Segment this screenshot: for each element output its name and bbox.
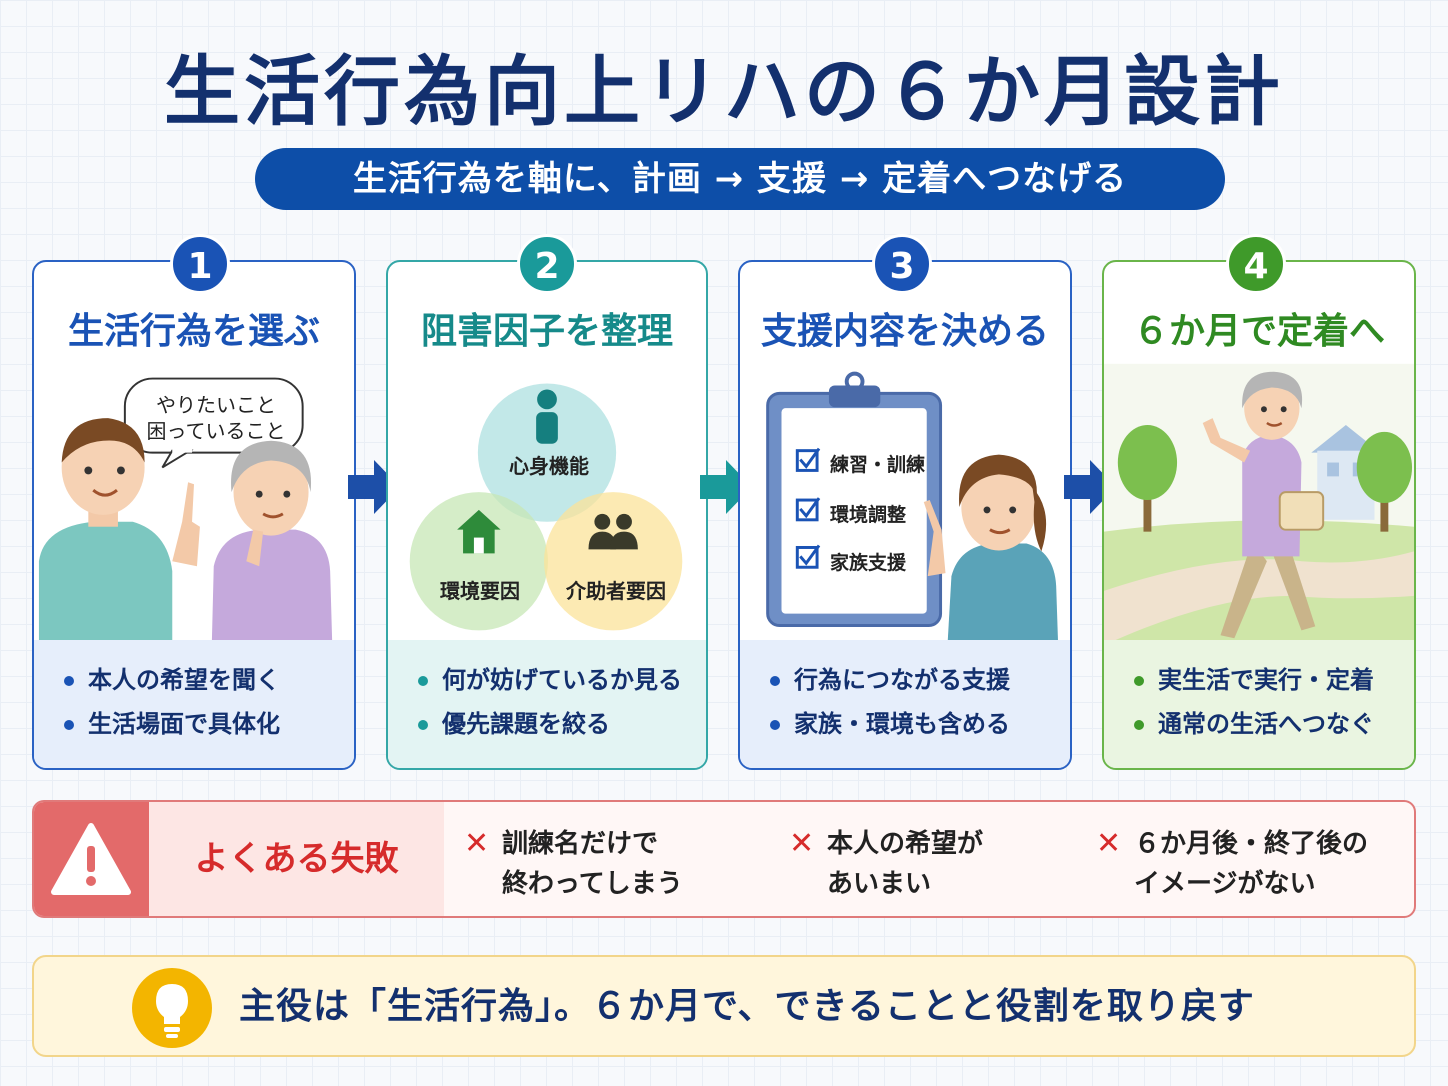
step-1-bullet: 本人の希望を聞く bbox=[64, 658, 354, 702]
check-item: 環境調整 bbox=[830, 504, 907, 526]
factor-environment: 環境要因 bbox=[440, 579, 520, 603]
factor-caregiver: 介助者要因 bbox=[566, 579, 666, 603]
step-4-bullets: 実生活で実行・定着 通常の生活へつなぐ bbox=[1104, 640, 1414, 768]
bullet-dot-icon bbox=[418, 720, 428, 730]
lightbulb-icon bbox=[132, 968, 212, 1048]
failure-item: ✕ 本人の希望が あいまい bbox=[789, 826, 984, 899]
step-2-badge: 2 bbox=[517, 234, 577, 294]
common-failures-panel: よくある失敗 ✕ 訓練名だけで 終わってしまう ✕ 本人の希望が あいまい ✕ … bbox=[32, 800, 1416, 918]
bullet-dot-icon bbox=[64, 676, 74, 686]
step-2-factor-circles bbox=[409, 383, 683, 631]
step-3-illustration bbox=[766, 371, 1059, 646]
step-2-bullet: 優先課題を絞る bbox=[418, 702, 706, 746]
speech-bubble-line-2: 困っていること bbox=[146, 419, 286, 443]
step-4-badge: 4 bbox=[1226, 234, 1286, 294]
step-4-bullet: 通常の生活へつなぐ bbox=[1134, 702, 1414, 746]
step-4-illustration bbox=[1104, 363, 1414, 646]
step-2-bullet: 何が妨げているか見る bbox=[418, 658, 706, 702]
bullet-dot-icon bbox=[64, 720, 74, 730]
bullet-dot-icon bbox=[770, 720, 780, 730]
failure-item: ✕ ６か月後・終了後の イメージがない bbox=[1096, 826, 1369, 899]
bullet-dot-icon bbox=[1134, 676, 1144, 686]
warning-icon bbox=[51, 823, 131, 895]
step-4-bullet: 実生活で実行・定着 bbox=[1134, 658, 1414, 702]
key-message-panel: 主役は「生活行為」。６か月で、できることと役割を取り戻す bbox=[32, 955, 1416, 1057]
step-1-bullet: 生活場面で具体化 bbox=[64, 702, 354, 746]
cross-icon: ✕ bbox=[789, 826, 815, 861]
page-title: 生活行為向上リハの６か月設計 bbox=[164, 47, 1284, 136]
bullet-dot-icon bbox=[418, 676, 428, 686]
step-2-title: 阻害因子を整理 bbox=[420, 311, 673, 352]
check-item: 家族支援 bbox=[830, 552, 907, 574]
step-1-bullets: 本人の希望を聞く 生活場面で具体化 bbox=[34, 640, 354, 768]
bullet-dot-icon bbox=[770, 676, 780, 686]
step-1-illustration bbox=[38, 377, 333, 646]
step-3-bullets: 行為につながる支援 家族・環境も含める bbox=[740, 640, 1070, 768]
cross-icon: ✕ bbox=[464, 826, 490, 861]
subtitle-banner: 生活行為を軸に、計画 → 支援 → 定着へつなげる bbox=[255, 148, 1225, 210]
step-3-bullet: 行為につながる支援 bbox=[770, 658, 1070, 702]
bullet-dot-icon bbox=[1134, 720, 1144, 730]
key-message: 主役は「生活行為」。６か月で、できることと役割を取り戻す bbox=[239, 986, 1255, 1027]
step-4-title: ６か月で定着へ bbox=[1132, 311, 1385, 352]
speech-bubble-line-1: やりたいこと bbox=[156, 393, 276, 417]
cross-icon: ✕ bbox=[1096, 826, 1122, 861]
step-1-title: 生活行為を選ぶ bbox=[67, 311, 320, 352]
step-3-title: 支援内容を決める bbox=[760, 311, 1049, 352]
warning-box bbox=[34, 802, 149, 916]
step-3-bullet: 家族・環境も含める bbox=[770, 702, 1070, 746]
factor-physical: 心身機能 bbox=[509, 454, 589, 478]
common-failures-label: よくある失敗 bbox=[149, 802, 444, 916]
check-item: 練習・訓練 bbox=[830, 454, 926, 476]
step-3-card: 支援内容を決める 練習・訓練 環境調整 家族支援 行為につながる支援 家族・環境… bbox=[738, 260, 1072, 770]
failure-item: ✕ 訓練名だけで 終わってしまう bbox=[464, 826, 683, 899]
step-4-card: ６か月で定着へ 実生活で実行・定着 通常の生活へつなぐ bbox=[1102, 260, 1416, 770]
step-3-badge: 3 bbox=[872, 234, 932, 294]
step-2-card: 阻害因子を整理 心身機能 環境要因 介助者要因 何が妨げているか見る 優先課題を… bbox=[386, 260, 708, 770]
step-2-bullets: 何が妨げているか見る 優先課題を絞る bbox=[388, 640, 706, 768]
step-1-badge: 1 bbox=[170, 234, 230, 294]
step-1-card: 生活行為を選ぶ やりたいこと 困っていること 本人の希望を聞く 生活場面で具体化 bbox=[32, 260, 356, 770]
